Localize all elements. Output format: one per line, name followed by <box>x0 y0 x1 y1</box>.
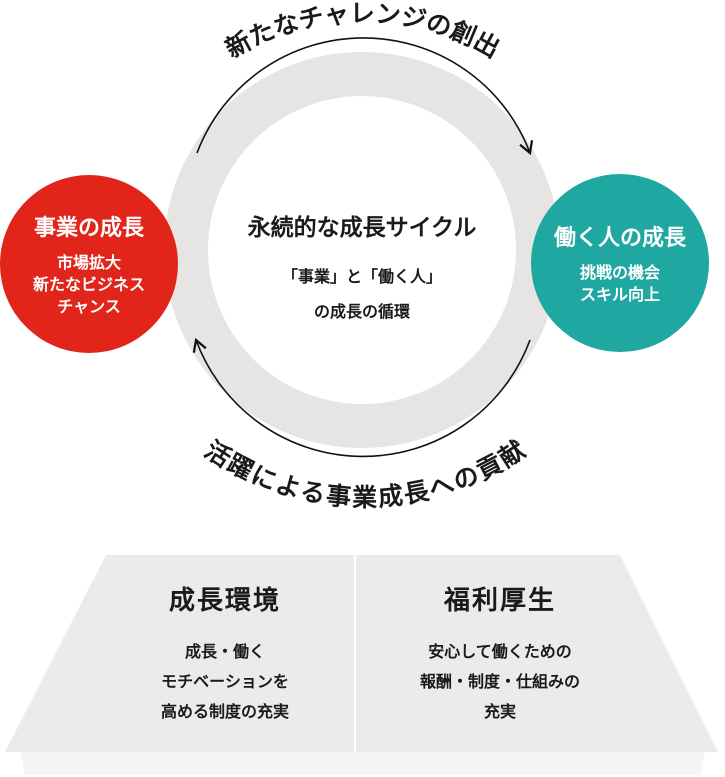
growth-environment-line: 成長・働く <box>184 642 265 661</box>
people-growth-line: 挑戦の機会 <box>579 263 660 282</box>
growth-environment-line: モチベーションを <box>161 672 289 691</box>
business-growth-title: 事業の成長 <box>33 216 144 241</box>
welfare-line: 安心して働くための <box>428 642 572 661</box>
welfare-line: 報酬・制度・仕組みの <box>419 672 580 691</box>
welfare-line: 充実 <box>483 702 516 721</box>
foundation-shadow <box>20 752 705 775</box>
center-line-2: の成長の循環 <box>313 302 410 321</box>
welfare-title: 福利厚生 <box>443 586 556 616</box>
arrow-bottom-icon <box>192 337 531 458</box>
growth-environment-title: 成長環境 <box>168 586 281 616</box>
people-growth-line: スキル向上 <box>579 285 660 304</box>
business-growth-line: 新たなビジネス <box>32 275 145 294</box>
center-title: 永続的な成長サイクル <box>247 215 477 241</box>
people-growth-title: 働く人の成長 <box>553 226 686 251</box>
business-growth-line: チャンス <box>57 297 121 316</box>
cycle-ring <box>164 52 560 448</box>
growth-environment-line: 高める制度の充実 <box>160 702 289 721</box>
center-line-1: 「事業」と「働く人」 <box>281 267 442 286</box>
people-growth-circle: 働く人の成長 挑戦の機会 スキル向上 <box>531 174 709 352</box>
arrow-top-icon <box>196 37 534 156</box>
growth-environment-panel: 成長環境 成長・働く モチベーションを 高める制度の充実 <box>110 580 340 727</box>
foundation-trapezoid <box>5 555 718 752</box>
business-growth-line: 市場拡大 <box>56 253 121 272</box>
welfare-panel: 福利厚生 安心して働くための 報酬・制度・仕組みの 充実 <box>370 580 630 727</box>
business-growth-circle: 事業の成長 市場拡大 新たなビジネス チャンス <box>0 175 178 353</box>
